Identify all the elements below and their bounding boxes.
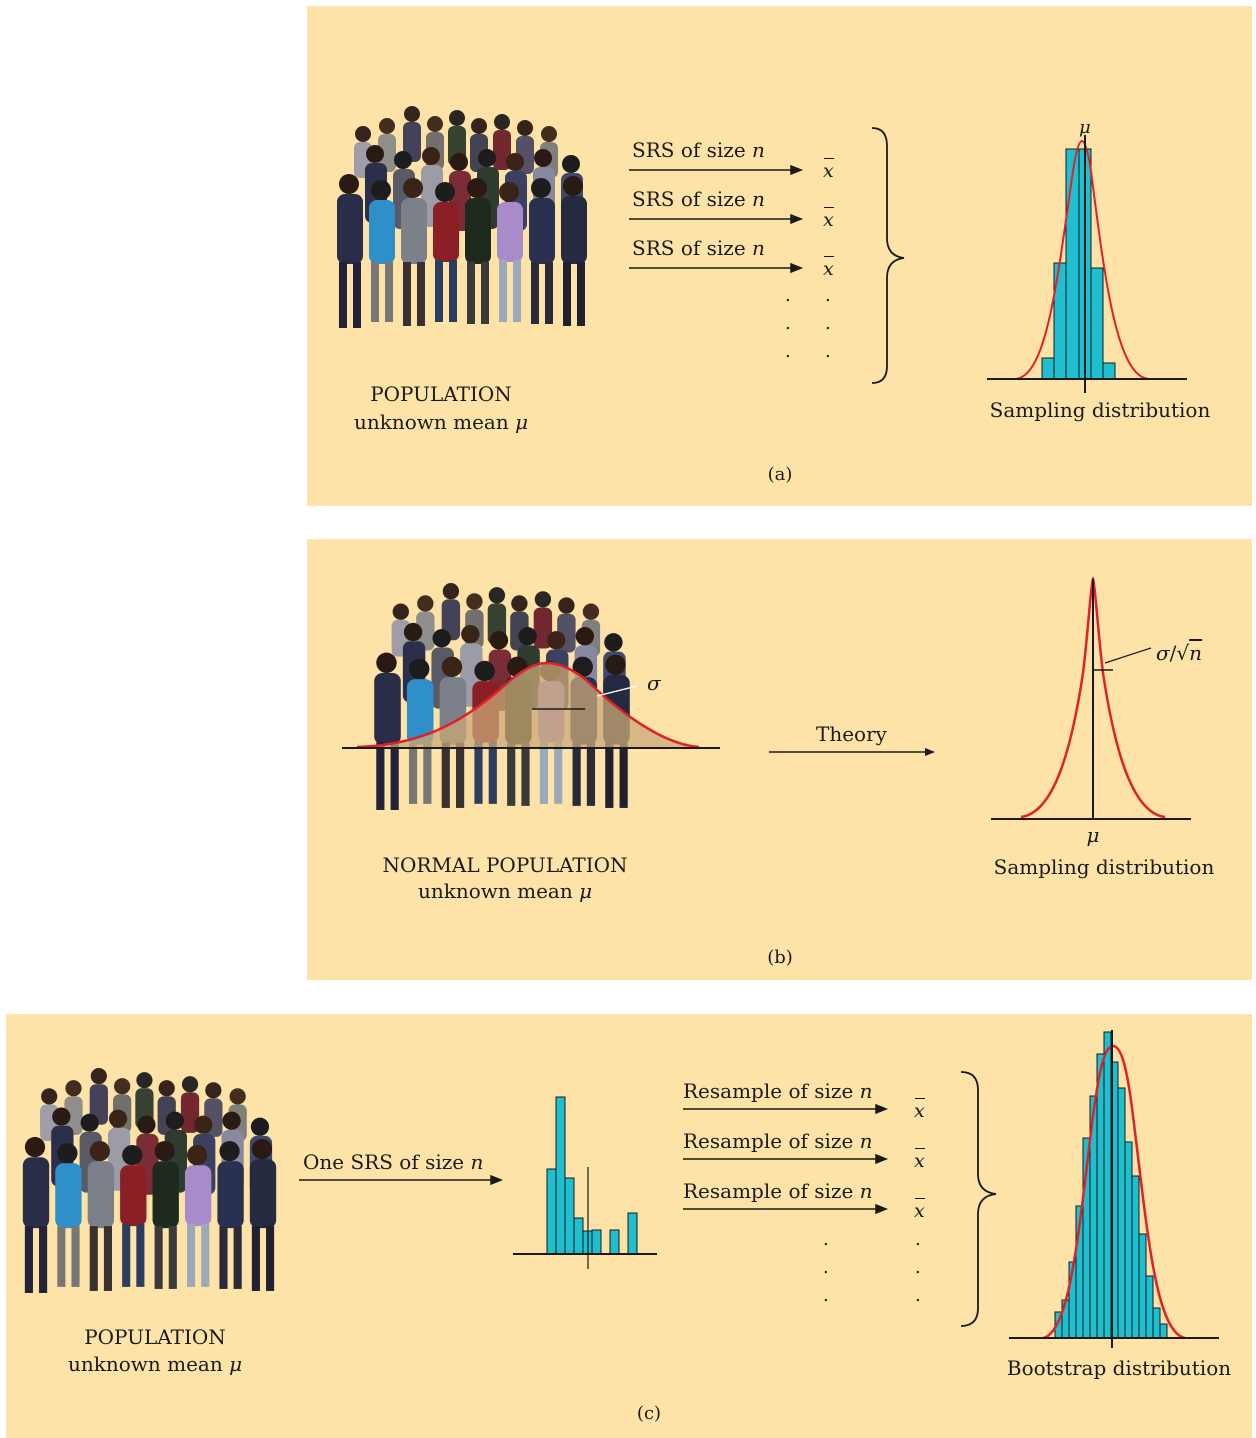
unknown-mean-label-c: unknown mean μ [67,1352,243,1376]
brace-icon-c [960,1071,997,1327]
ellipsis-right-c: ... [915,1229,921,1306]
srs-label-1: SRS of size n [632,138,765,162]
xbar-1: x [823,158,834,182]
ellipsis-left-c: ... [823,1229,829,1306]
sampling-distribution-label-b: Sampling distribution [993,855,1215,879]
mu-top-label: μ [1079,117,1091,138]
panel-c: POPULATION unknown mean μ One SRS of siz… [6,1014,1252,1438]
theory-label: Theory [816,722,887,746]
brace-icon [871,127,905,384]
bootstrap-distribution-plot [1009,1030,1219,1348]
population-label-c: POPULATION [84,1325,226,1349]
unknown-mean-label: unknown mean μ [353,410,529,434]
caption-c: (c) [636,1403,662,1424]
xbar-c-1: x [914,1098,925,1122]
xbar-2: x [823,207,834,231]
panel-b: σ Theory NORMAL POPULATION unknown mean … [307,539,1252,980]
sampling-distribution-label: Sampling distribution [989,398,1211,422]
xbar-c-3: x [914,1198,925,1222]
bootstrap-distribution-label: Bootstrap distribution [1006,1356,1232,1380]
population-label: POPULATION [370,382,512,406]
srs-label-3: SRS of size n [632,236,765,260]
standard-error-label: σ/√n [1156,641,1203,665]
arrows-graphic [629,127,905,384]
unknown-mean-label-b: unknown mean μ [417,879,593,903]
normal-population-label: NORMAL POPULATION [382,853,628,877]
resample-label-2: Resample of size n [683,1129,873,1153]
one-srs-label: One SRS of size n [303,1150,484,1174]
resample-label-1: Resample of size n [683,1079,873,1103]
panel-a: POPULATION unknown mean μ SRS of size n … [307,6,1252,506]
caption-b: (b) [767,947,793,968]
theory-distribution-plot [991,576,1191,820]
mu-axis-label: μ [1086,823,1100,847]
caption-a: (a) [767,464,793,485]
resample-label-3: Resample of size n [683,1179,873,1203]
xbar-3: x [823,256,834,280]
sigma-label: σ [647,671,661,695]
ellipsis-left: ... [785,285,791,362]
normal-curve-graphic [342,661,935,756]
ellipsis-right: ... [825,285,831,362]
arrows-graphic-c [299,1071,997,1327]
xbar-c-2: x [914,1148,925,1172]
sampling-distribution-plot [987,135,1187,393]
srs-label-2: SRS of size n [632,187,765,211]
